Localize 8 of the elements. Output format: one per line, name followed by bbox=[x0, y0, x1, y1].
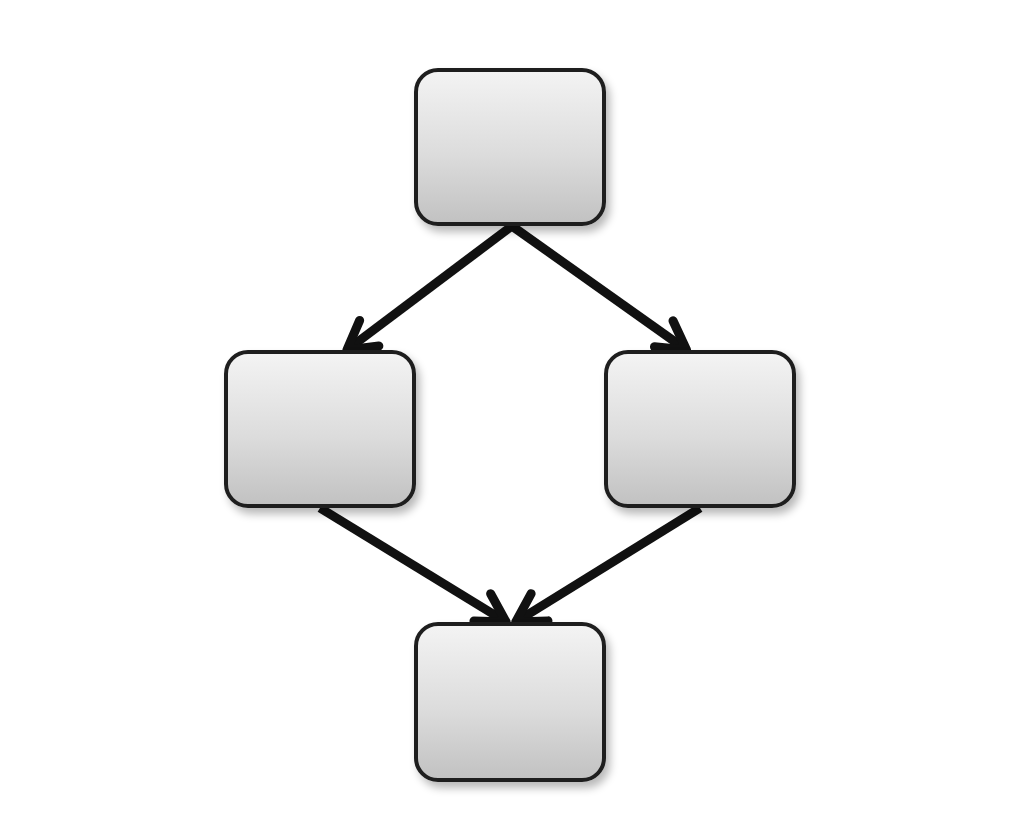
arrow bbox=[342, 222, 515, 355]
arrow bbox=[317, 504, 511, 627]
rounded-box bbox=[414, 622, 606, 782]
rounded-box bbox=[414, 68, 606, 226]
arrow bbox=[511, 504, 703, 627]
rounded-box bbox=[224, 350, 416, 508]
arrow bbox=[509, 222, 692, 355]
rounded-box bbox=[604, 350, 796, 508]
